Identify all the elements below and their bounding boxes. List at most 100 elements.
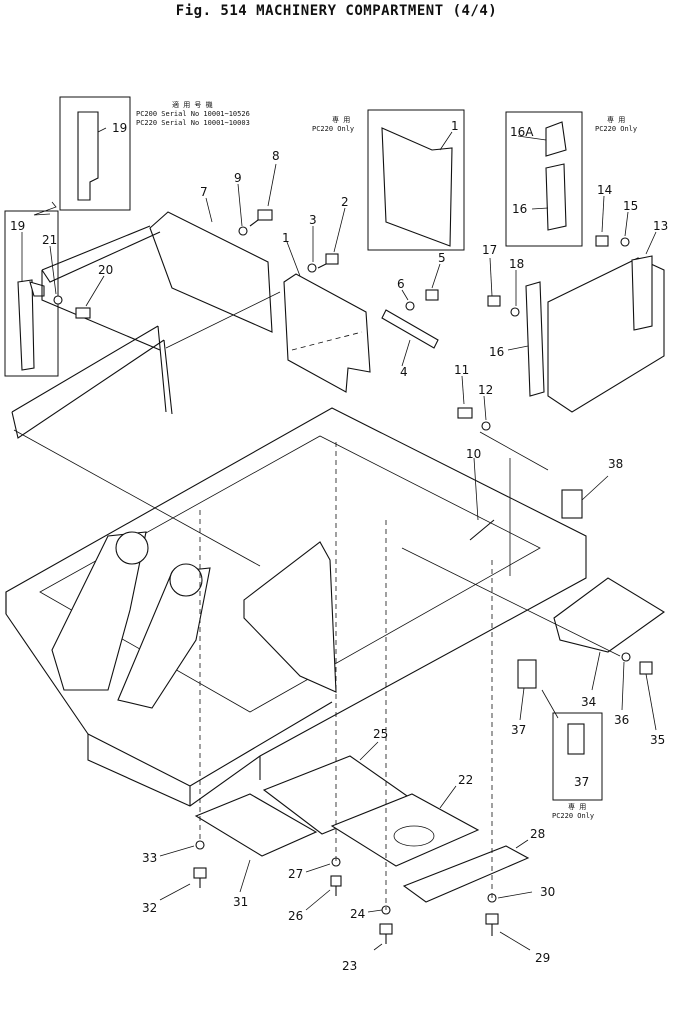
part-9-washer xyxy=(238,226,248,236)
callout-20: 20 xyxy=(98,263,113,277)
part-22-opening xyxy=(393,825,435,847)
callout-32: 32 xyxy=(142,901,157,915)
leader-36 xyxy=(621,661,625,711)
leader-29 xyxy=(499,931,531,951)
leader-17 xyxy=(489,257,493,297)
boom-pin-boss-2 xyxy=(169,563,203,597)
leader-5 xyxy=(431,263,441,289)
part-13-bracket xyxy=(631,255,653,331)
leader-4 xyxy=(401,339,411,367)
callout-21: 21 xyxy=(42,233,57,247)
callout-29: 29 xyxy=(535,951,550,965)
leader-27 xyxy=(305,863,331,873)
callout-11: 11 xyxy=(454,363,469,377)
boom-pin-boss-1 xyxy=(115,531,149,565)
part-38-block xyxy=(561,489,583,519)
leader-13 xyxy=(645,231,657,255)
part-11-bolt xyxy=(457,407,473,419)
callout-4: 4 xyxy=(400,365,408,379)
leader-26 xyxy=(305,889,331,911)
part-frame-post xyxy=(157,325,173,415)
leader-9 xyxy=(237,183,243,227)
callout-37-inset: 37 xyxy=(574,775,589,789)
callout-1-inset: 1 xyxy=(451,119,459,133)
callout-6: 6 xyxy=(397,277,405,291)
assembly-line-8 xyxy=(479,431,549,471)
leader-37 xyxy=(519,687,525,721)
part-19-bracket-top xyxy=(77,111,99,201)
leader-28 xyxy=(515,839,529,849)
leader-2 xyxy=(333,207,346,253)
leader-22 xyxy=(439,785,457,809)
leader-38 xyxy=(581,475,609,501)
center-deck-plate xyxy=(243,541,337,693)
leader-15 xyxy=(624,211,629,237)
callout-28: 28 xyxy=(530,827,545,841)
part-33-washer xyxy=(195,840,205,850)
part-2-bolt xyxy=(317,253,339,269)
part-12-washer xyxy=(481,421,491,431)
callout-12: 12 xyxy=(478,383,493,397)
callout-19-top: 19 xyxy=(112,121,127,135)
callout-34: 34 xyxy=(581,695,596,709)
part-6-washer xyxy=(405,301,415,311)
part-32-bolt xyxy=(193,867,207,888)
part-26-bolt xyxy=(330,875,342,896)
part-4-bracket xyxy=(381,309,439,349)
callout-35: 35 xyxy=(650,733,665,747)
callout-17: 17 xyxy=(482,243,497,257)
leader-14 xyxy=(601,195,605,233)
base-frame-edges xyxy=(5,592,261,780)
boom-mount-left xyxy=(51,531,147,691)
part-19-bracket-left xyxy=(17,279,35,371)
leader-8 xyxy=(267,163,277,207)
part-8-bolt xyxy=(249,209,273,227)
callout-18: 18 xyxy=(509,257,524,271)
boom-mount-right xyxy=(117,567,211,709)
leader-6 xyxy=(401,289,409,301)
pc220-only-b: PC220 Only xyxy=(595,125,637,133)
figure-title: Fig. 514 MACHINERY COMPARTMENT (4/4) xyxy=(175,3,498,19)
leader-31 xyxy=(239,859,251,893)
leader-35 xyxy=(645,673,657,731)
callout-22: 22 xyxy=(458,773,473,787)
part-23-bolt xyxy=(379,923,393,944)
leader-25 xyxy=(359,741,379,761)
serial-note-pc200: PC200 Serial No 10001~10526 xyxy=(136,110,250,118)
part-frame-lower-rail xyxy=(11,325,165,439)
pc220-only-c: PC220 Only xyxy=(552,812,594,820)
part-35-bolt xyxy=(639,661,653,675)
serial-note-header: 適 用 号 機 xyxy=(172,100,213,109)
part-31-cover xyxy=(194,793,318,857)
base-frame-deck xyxy=(87,701,333,806)
inset-box-37 xyxy=(552,712,603,801)
inset-box-19-left xyxy=(4,210,59,377)
part-36-washer xyxy=(621,652,631,662)
part-5-bolt xyxy=(425,289,439,301)
leader-1-inset xyxy=(439,131,453,151)
callout-31: 31 xyxy=(233,895,248,909)
leader-7 xyxy=(205,197,213,223)
part-10-strip xyxy=(469,519,495,541)
callout-37: 37 xyxy=(511,723,526,737)
callout-5: 5 xyxy=(438,251,446,265)
callout-1: 1 xyxy=(282,231,290,245)
leader-10 xyxy=(473,457,479,521)
callout-16: 16 xyxy=(489,345,504,359)
callout-9: 9 xyxy=(234,171,242,185)
leader-30 xyxy=(497,891,533,899)
leader-20 xyxy=(85,275,105,307)
leader-21 xyxy=(49,245,57,295)
leader-12 xyxy=(483,395,487,421)
part-21-washer xyxy=(53,295,63,305)
assembly-line-6 xyxy=(165,291,281,349)
part-37-block xyxy=(517,659,537,689)
callout-33: 33 xyxy=(142,851,157,865)
part-21-washer-body xyxy=(29,281,45,297)
part-7-top-rail xyxy=(41,225,161,283)
base-frame-outline xyxy=(5,407,587,807)
callout-38: 38 xyxy=(608,457,623,471)
leader-19-top xyxy=(97,127,107,133)
only-label-c: 専 用 xyxy=(568,802,586,811)
callout-16-inset: 16 xyxy=(512,202,527,216)
